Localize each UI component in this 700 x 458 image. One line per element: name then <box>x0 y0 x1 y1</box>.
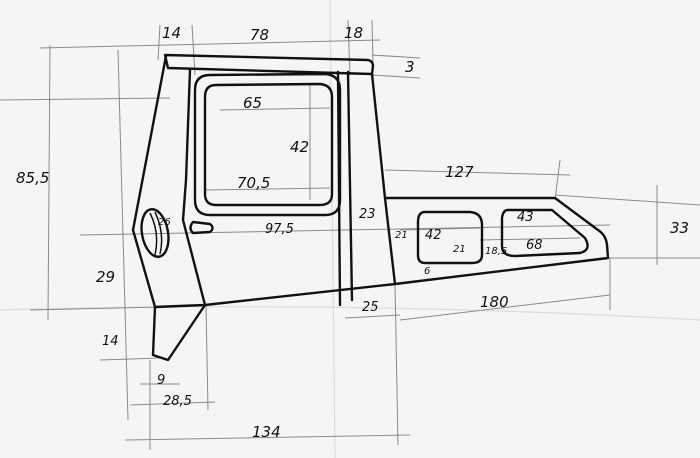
dim-rear-length: 127 <box>445 163 474 181</box>
dim-total-height: 85,5 <box>16 169 49 187</box>
dim-window-gap: 18,5 <box>485 246 507 257</box>
cab-outline <box>131 53 610 362</box>
dim-roof-right: 18 <box>344 24 363 42</box>
small-window <box>416 210 484 265</box>
dim-step-width: 28,5 <box>163 394 192 409</box>
dimension-lines <box>0 19 700 450</box>
dim-small-window-height: 21 <box>453 244 466 255</box>
paper-fold <box>0 306 700 321</box>
dim-step-bottom: 9 <box>157 373 165 388</box>
dim-small-window-offset: 21 <box>395 230 408 241</box>
rear-window <box>500 208 589 258</box>
dim-step-offset: 25 <box>362 300 379 315</box>
dim-rear-window-top: 43 <box>517 210 534 225</box>
dim-rear-bottom-length: 180 <box>480 293 509 311</box>
dim-window-height: 42 <box>290 138 309 156</box>
dim-lower-height: 29 <box>96 268 115 286</box>
dim-small-window-width: 42 <box>425 228 442 243</box>
dim-rear-height: 33 <box>670 219 689 237</box>
front-window <box>193 72 342 217</box>
fuel-cap-icon <box>140 208 170 258</box>
dim-window-lower: 70,5 <box>237 174 270 192</box>
dim-rear-window-bottom: 68 <box>526 238 543 253</box>
door-handle-icon <box>189 220 214 235</box>
dim-window-width: 65 <box>243 94 262 112</box>
dim-roof-left: 14 <box>162 24 181 42</box>
dim-small-window-bottom: 6 <box>424 266 430 277</box>
fuel-cap-detail <box>149 211 163 256</box>
dim-fuel-cap: 26 <box>158 217 171 228</box>
paper-fold <box>329 0 336 458</box>
dim-roof-width: 78 <box>250 26 269 44</box>
dim-b-pillar: 23 <box>359 207 376 222</box>
dim-door-length: 97,5 <box>265 222 294 237</box>
dim-step-height: 14 <box>102 334 119 349</box>
dim-roof-thickness: 3 <box>405 58 415 76</box>
dim-bottom-length: 134 <box>252 423 281 441</box>
